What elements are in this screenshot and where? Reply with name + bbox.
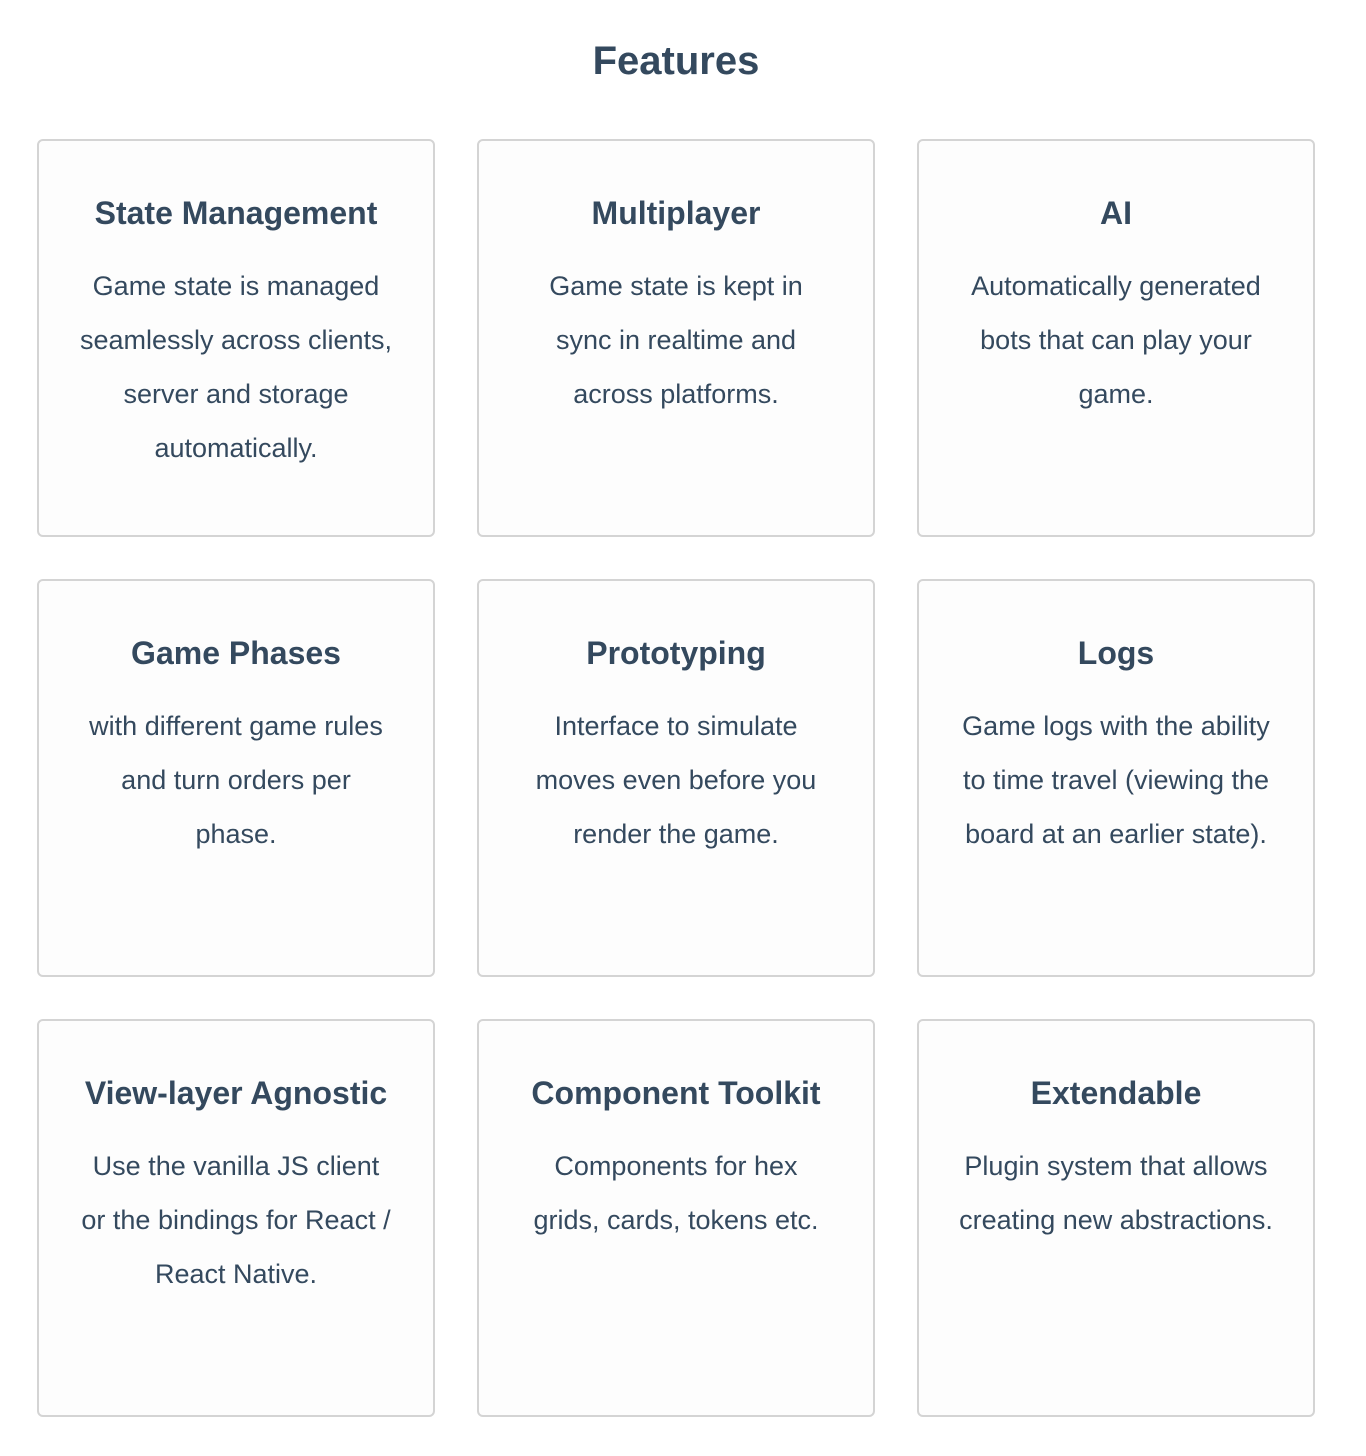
- feature-card-state-management: State Management Game state is managed s…: [37, 139, 435, 537]
- feature-card-logs: Logs Game logs with the ability to time …: [917, 579, 1315, 977]
- feature-description: Game state is managed seamlessly across …: [79, 271, 393, 463]
- feature-card-extendable: Extendable Plugin system that allows cre…: [917, 1019, 1315, 1417]
- feature-title: Multiplayer: [591, 195, 761, 231]
- feature-title: View-layer Agnostic: [84, 1075, 388, 1111]
- feature-title: Logs: [1077, 635, 1155, 671]
- feature-description: Plugin system that allows creating new a…: [959, 1151, 1273, 1235]
- feature-card-prototyping: Prototyping Interface to simulate moves …: [477, 579, 875, 977]
- feature-title: AI: [1100, 195, 1132, 231]
- feature-title: Component Toolkit: [531, 1075, 821, 1111]
- feature-description: Interface to simulate moves even before …: [535, 711, 817, 849]
- feature-title: State Management: [94, 195, 378, 231]
- feature-title: Game Phases: [131, 635, 341, 671]
- feature-description: Automatically generated bots that can pl…: [971, 271, 1261, 409]
- feature-description: Components for hex grids, cards, tokens …: [533, 1151, 819, 1235]
- feature-description: with different game rules and turn order…: [89, 711, 383, 849]
- features-heading: Features: [592, 39, 760, 83]
- feature-description: Game logs with the ability to time trave…: [962, 711, 1270, 849]
- feature-description: Use the vanilla JS client or the binding…: [81, 1151, 391, 1289]
- feature-description: Game state is kept in sync in realtime a…: [549, 271, 803, 409]
- features-grid: State Management Game state is managed s…: [37, 139, 1315, 1417]
- feature-card-component-toolkit: Component Toolkit Components for hex gri…: [477, 1019, 875, 1417]
- feature-title: Extendable: [1030, 1075, 1202, 1111]
- feature-title: Prototyping: [586, 635, 766, 671]
- feature-card-game-phases: Game Phases with different game rules an…: [37, 579, 435, 977]
- feature-card-multiplayer: Multiplayer Game state is kept in sync i…: [477, 139, 875, 537]
- feature-card-view-layer-agnostic: View-layer Agnostic Use the vanilla JS c…: [37, 1019, 435, 1417]
- feature-card-ai: AI Automatically generated bots that can…: [917, 139, 1315, 537]
